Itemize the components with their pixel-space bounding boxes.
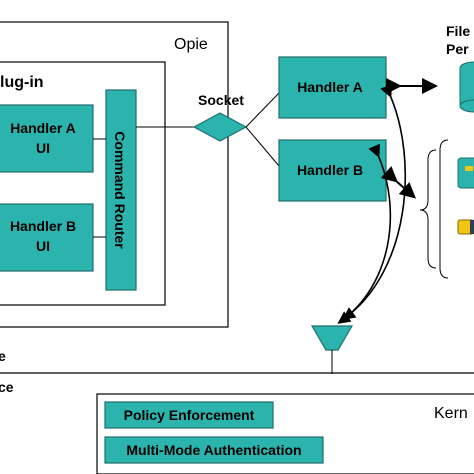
smartcard-chip-icon: [465, 166, 473, 171]
handler-a-ui-label-line2: UI: [36, 140, 50, 156]
kernel-space-label: ce: [0, 379, 14, 395]
kernel-container: [96, 393, 474, 474]
handler-a-label: Handler A: [297, 79, 363, 95]
file-label-line2: Per: [446, 41, 469, 57]
command-router-label: Command Router: [112, 131, 128, 249]
token-connector-icon: [470, 220, 474, 234]
plugin-container: [0, 61, 166, 306]
opie-label: Opie: [174, 36, 208, 53]
handler-a-ui-label-line1: Handler A: [10, 120, 76, 136]
right-group-container: [439, 139, 449, 279]
opie-container: [0, 21, 229, 328]
token-icon: [457, 219, 474, 235]
handler-b-kernel-arrow: [337, 143, 392, 324]
smartcard-icon: [457, 157, 474, 189]
command-router-box: [105, 89, 137, 291]
file-label-line1: File: [446, 23, 470, 39]
kernel-funnel: [310, 325, 354, 351]
handler-a-ui-box: [0, 104, 94, 173]
database-body: [460, 68, 474, 106]
handler-b-right-arrow: [380, 166, 416, 199]
handler-b-ui-label-line2: UI: [36, 238, 50, 254]
multi-mode-authentication-box: [104, 436, 324, 464]
handler-b-label: Handler B: [297, 162, 363, 178]
socket-to-handler-b-line: [245, 126, 280, 167]
right-group-brace: [419, 149, 437, 269]
socket-diamond: [192, 112, 248, 142]
handler-b-ui-label-line1: Handler B: [10, 218, 76, 234]
policy-enforcement-label: Policy Enforcement: [124, 407, 255, 423]
socket-label: Socket: [198, 92, 244, 108]
kernel-label: Kern: [434, 405, 468, 422]
policy-enforcement-box: [104, 401, 274, 429]
socket-to-handler-a-line: [245, 92, 280, 128]
plugin-label: lug-in: [0, 74, 44, 91]
user-space-label: e: [0, 348, 6, 364]
handler-a-kernel-arrow: [342, 83, 407, 320]
multi-mode-authentication-label: Multi-Mode Authentication: [126, 442, 301, 458]
database-bottom: [459, 99, 474, 113]
